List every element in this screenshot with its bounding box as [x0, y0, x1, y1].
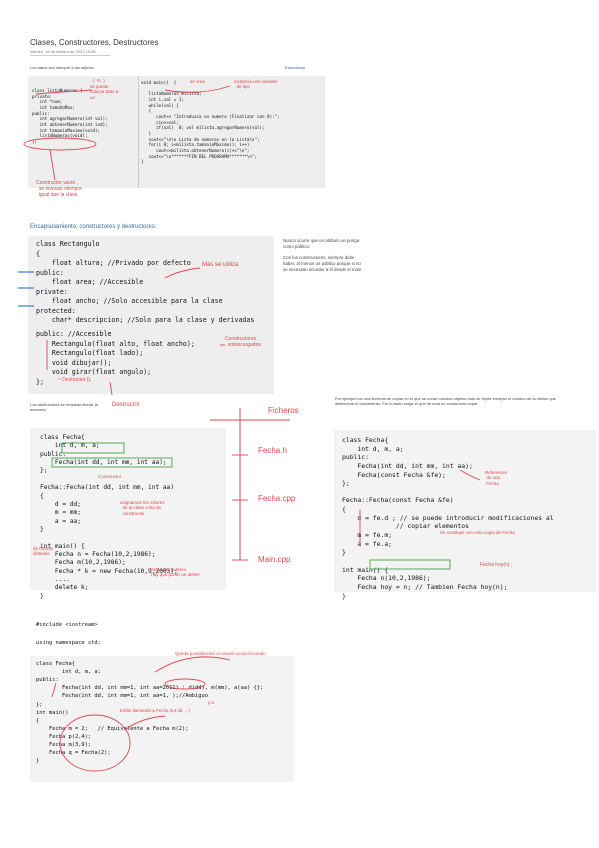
section2-code: class Rectangulo { float altura; //Priva…	[36, 240, 255, 325]
section2-code2: public: //Accesible Rectangulo(float alt…	[36, 330, 195, 386]
page-title: Clases, Constructores, Destructores	[30, 38, 159, 47]
section1-tag: Estructuras	[285, 65, 306, 70]
label-fecha-cpp: Fecha.cpp	[258, 494, 296, 503]
bracket-ambiguous	[51, 682, 57, 698]
section2-heading: Encapsulamiento, constructores y destruc…	[30, 224, 157, 230]
page-date: viernes, 18 de febrero de 2022 15:35	[30, 49, 96, 54]
label-ficheros: Ficheros	[268, 406, 299, 415]
section3-code: class Fecha{ int d, m, a; public: Fecha(…	[40, 434, 178, 600]
ellipse-constructor-annotation	[23, 137, 97, 151]
note-tipo: instancia una variable de tipo	[234, 79, 278, 90]
label-fecha-h: Fecha.h	[258, 446, 287, 455]
note-dato: se puede colocar dato a un	[90, 84, 119, 100]
box-fields	[61, 442, 125, 454]
note-formas: de formas distintas	[33, 546, 54, 557]
section3-intro: Los destructores se emplean liberar la m…	[30, 402, 98, 413]
section1-divider	[138, 76, 139, 188]
section5-namespace: using namespace std;	[36, 640, 101, 646]
note-se-sustituye: Se sustituye con esta copia de Fecha	[440, 530, 515, 535]
title-underline	[30, 55, 110, 56]
arrow-referencia	[459, 469, 481, 481]
arrow-destructor	[109, 381, 113, 396]
section2-code-panel: class Rectangulo { float altura; //Priva…	[28, 236, 274, 394]
arrow-constructor-annotation	[49, 149, 56, 181]
section2-side-text: Nunca ocurre que un atributo se ponga co…	[283, 238, 363, 272]
section1-code-left: class listaNumeros { private: int *num; …	[32, 88, 108, 145]
section5-include: #include <iostream>	[36, 622, 98, 628]
section3-code-panel: class Fecha{ int d, m, a; public: Fecha(…	[30, 428, 226, 600]
section1-intro: Los datos son siempre a los objetos	[30, 65, 94, 70]
arrow-mas-utiliza	[164, 267, 201, 279]
arrow-main-annotation	[164, 85, 231, 93]
box-fecha-n	[369, 559, 451, 570]
section1-code-right: void main() { listaNumeros milista; int …	[141, 80, 280, 165]
arrow-main-calls	[124, 715, 166, 731]
ellipse-main-calls	[59, 714, 131, 772]
section5-code-panel: class Fecha{ int d, m, a; public: Fecha(…	[30, 656, 294, 782]
note-constructor-fecha: Constructor	[98, 474, 122, 479]
note-todo-puntero: Para todo puntero hay que poner un delet…	[150, 567, 200, 578]
note-quita: Queda postablecido al usuario proporcion…	[175, 651, 266, 656]
note-asignar: asignamos los valores de la clase a las …	[120, 500, 165, 516]
section4-code: class Fecha{ int d, m, a; public: Fecha(…	[342, 436, 554, 600]
note-mas-utiliza: Más se utiliza	[202, 262, 239, 268]
note-destructor-label: Destructor	[112, 402, 140, 408]
note-destructor-code: ~ Destructor (),	[58, 377, 92, 383]
note-p2: p.2	[208, 700, 215, 705]
note-constructor-vacio: Constructor vacío , se invocan siempre i…	[36, 180, 82, 198]
arrow-private-annotation	[35, 89, 93, 95]
note-dos: Están llamando a Fecha (int dd, ...)	[120, 708, 191, 713]
note-fecha-hoy: Fecha hoy(n) ;	[480, 562, 513, 568]
section4-intro: Por ejemplo los una librerías de copiar …	[335, 396, 557, 407]
note-mas: ( m )	[93, 78, 105, 83]
note-main: se crea	[190, 79, 205, 84]
note-referencia: Referencia de una Fecha	[485, 470, 507, 486]
section4-code-panel: class Fecha{ int d, m, a; public: Fecha(…	[334, 430, 596, 600]
section1-code-panel: class listaNumeros { private: int *num; …	[28, 76, 325, 188]
note-constructores-sobrecargados: Constructores sobrecargados	[225, 336, 261, 348]
label-main-cpp: Main.cpp	[258, 555, 291, 564]
ellipse-defaults	[164, 678, 206, 690]
box-constructor	[51, 457, 173, 468]
arrow-default-values	[154, 656, 231, 673]
